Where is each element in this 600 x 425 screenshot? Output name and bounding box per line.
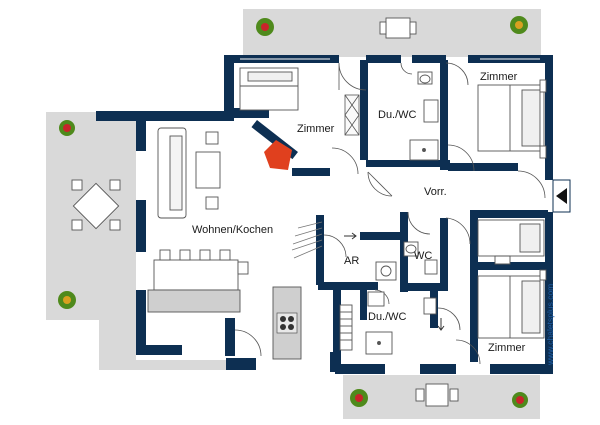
- sofa: [157, 127, 187, 219]
- wc-fixtures: [403, 241, 438, 275]
- doors: [234, 62, 546, 365]
- bed-icon: [477, 269, 547, 339]
- room-labels: Zimmer Du./WC Zimmer Vorr. Wohnen/Kochen…: [192, 71, 526, 354]
- room-label-wohnen-kochen: Wohnen/Kochen: [192, 224, 273, 236]
- door: [338, 62, 367, 91]
- wall: [234, 108, 269, 118]
- wall: [224, 55, 234, 113]
- toilet-icon: [423, 297, 437, 315]
- stair-arrow: [344, 232, 357, 240]
- door: [455, 339, 481, 365]
- wall: [136, 111, 146, 151]
- plant-icon: [58, 291, 76, 309]
- sink-icon: [367, 291, 385, 307]
- windows: [139, 58, 540, 365]
- bed-icon: [239, 67, 299, 111]
- bunk-bed: [477, 219, 545, 265]
- wall: [316, 215, 324, 285]
- door: [367, 171, 393, 197]
- wall: [366, 160, 450, 167]
- sink-icon: [424, 259, 438, 275]
- bathroom-fixtures: [409, 71, 439, 161]
- fireplace-icon: [264, 140, 292, 170]
- room-label-zimmer-top: Zimmer: [297, 123, 335, 135]
- wall: [470, 210, 478, 362]
- door: [447, 144, 475, 172]
- radiator: [339, 304, 353, 351]
- door: [234, 329, 262, 357]
- stairs: [291, 221, 323, 259]
- plant-icon: [59, 120, 75, 136]
- watermark: www.chaletsplus.com: [545, 284, 555, 366]
- wardrobe: [344, 94, 360, 136]
- door: [407, 211, 431, 235]
- wall: [412, 55, 446, 63]
- room-label-vorr: Vorr.: [424, 186, 447, 198]
- wall: [448, 163, 518, 171]
- terrace-left: [46, 112, 230, 370]
- wall: [360, 60, 368, 160]
- bathroom-fixtures-bottom: [339, 291, 437, 355]
- door: [323, 234, 347, 258]
- wall: [318, 282, 378, 290]
- door: [437, 307, 461, 331]
- wall: [136, 345, 182, 355]
- terrace-table: [415, 383, 459, 407]
- wall: [96, 111, 234, 121]
- wall: [136, 200, 146, 252]
- stair-arrow: [437, 318, 445, 331]
- room-label-wc: WC: [414, 250, 432, 262]
- bed-icon: [477, 79, 547, 159]
- toilet-icon: [405, 244, 417, 254]
- washing-machine-icon: [375, 261, 397, 281]
- entrance: [552, 179, 571, 213]
- plants: [58, 16, 528, 408]
- room-label-du-wc-bottom: Du./WC: [368, 311, 407, 323]
- room-label-du-wc-top: Du./WC: [378, 109, 417, 121]
- wall: [490, 364, 553, 374]
- door: [445, 62, 469, 86]
- wall: [360, 232, 408, 240]
- room-label-zimmer-top-right: Zimmer: [480, 71, 518, 83]
- door: [331, 147, 359, 175]
- terrace-dining-set: [71, 179, 121, 231]
- wall: [470, 262, 548, 270]
- wall: [440, 218, 448, 288]
- stove-icon: [276, 312, 298, 334]
- wall: [545, 55, 553, 180]
- plant-icon: [512, 392, 528, 408]
- wall: [225, 318, 235, 356]
- plant-icon: [510, 16, 528, 34]
- plant-icon: [256, 18, 274, 36]
- wall: [420, 364, 456, 374]
- wall: [360, 285, 367, 320]
- wall: [470, 210, 548, 218]
- door: [400, 62, 413, 75]
- room-label-ar: AR: [344, 255, 359, 267]
- wall: [333, 285, 341, 365]
- toilet-icon: [419, 74, 431, 84]
- plant-icon: [350, 389, 368, 407]
- door: [517, 170, 546, 199]
- door: [445, 217, 471, 245]
- wall: [400, 283, 448, 291]
- door: [374, 289, 390, 305]
- wall: [440, 60, 448, 170]
- wall: [366, 55, 401, 63]
- wall: [136, 290, 146, 352]
- wall: [335, 364, 385, 374]
- wall: [545, 212, 553, 370]
- terrace-top-table: [379, 17, 417, 39]
- sink-icon: [423, 99, 439, 123]
- dining-table: [153, 249, 249, 291]
- living-furniture: [195, 131, 221, 210]
- wall: [226, 358, 256, 370]
- wall: [292, 168, 330, 176]
- entrance-arrow-icon: [556, 188, 567, 204]
- room-label-zimmer-bottom-right: Zimmer: [488, 342, 526, 354]
